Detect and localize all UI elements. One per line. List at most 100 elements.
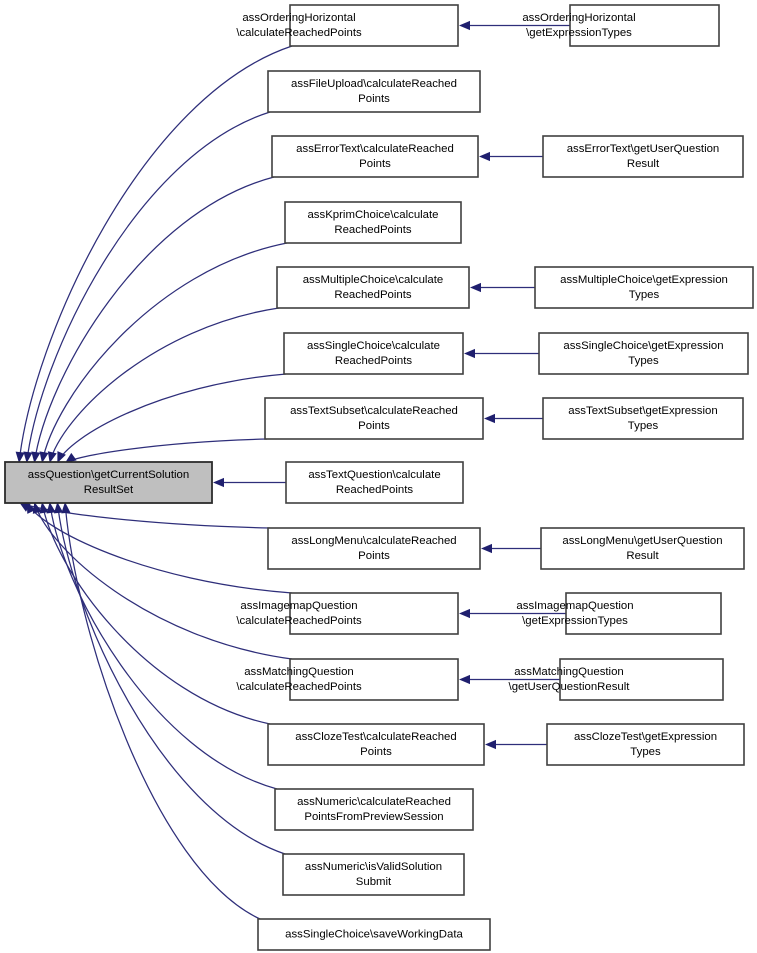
node-caller-outer-6[interactable]: assLongMenu\getUserQuestionResult <box>540 527 745 570</box>
node-caller-4[interactable]: assKprimChoice\calculateReachedPoints <box>284 201 462 244</box>
node-caller-6[interactable]: assSingleChoice\calculateReachedPoints <box>283 332 464 375</box>
node-caller-7[interactable]: assTextSubset\calculateReachedPoints <box>264 397 484 440</box>
node-label-line: ReachedPoints <box>334 224 412 236</box>
node-caller-outer-3[interactable]: assMultipleChoice\getExpressionTypes <box>534 266 754 309</box>
arrowhead <box>459 608 470 619</box>
edge-curve <box>41 501 271 725</box>
edge-curve <box>41 242 288 464</box>
node-label-line: Types <box>629 289 660 301</box>
node-rect <box>569 4 720 47</box>
edge-curve <box>33 176 275 464</box>
node-label-line: Types <box>628 355 659 367</box>
node-label-line: ReachedPoints <box>334 289 412 301</box>
node-label-line: assOrderingHorizontal <box>242 12 355 24</box>
node-label-line: assImagemapQuestion <box>240 600 357 612</box>
node-label-line: assImagemapQuestion <box>516 600 633 612</box>
node-rect <box>542 135 744 178</box>
node-rect <box>283 332 464 375</box>
node-rect <box>4 461 213 504</box>
node-caller-outer-1[interactable]: assOrderingHorizontal\getExpressionTypes <box>522 4 720 47</box>
node-caller-11[interactable]: assMatchingQuestion \calculateReachedPoin… <box>236 658 459 701</box>
node-caller-outer-4[interactable]: assSingleChoice\getExpressionTypes <box>538 332 749 375</box>
node-caller-15[interactable]: assSingleChoice\saveWorkingData <box>257 918 491 951</box>
node-label-line: assMatchingQuestion <box>514 666 624 678</box>
node-label-line: assQuestion\getCurrentSolution <box>28 469 189 481</box>
node-rect <box>546 723 745 766</box>
node-label-line: assMultipleChoice\getExpression <box>560 274 728 286</box>
node-label-line: assNumeric\isValidSolution <box>305 861 442 873</box>
node-label-line: \getExpressionTypes <box>522 615 628 627</box>
node-label-line: \calculateReachedPoints <box>236 27 362 39</box>
node-rect <box>538 332 749 375</box>
arrowhead <box>485 739 496 750</box>
node-label-line: \getUserQuestionResult <box>509 681 631 693</box>
arrowhead <box>484 413 495 424</box>
node-label-line: assSingleChoice\saveWorkingData <box>285 929 463 941</box>
node-caller-10[interactable]: assImagemapQuestion \calculateReachedPoin… <box>236 592 459 635</box>
node-rect <box>267 527 481 570</box>
node-rect <box>284 201 462 244</box>
node-caller-outer-8[interactable]: assMatchingQuestion \getUserQuestionResul… <box>509 658 724 701</box>
node-label-line: Points <box>360 746 392 758</box>
node-caller-3[interactable]: assErrorText\calculateReachedPoints <box>271 135 479 178</box>
arrowhead <box>470 282 481 293</box>
node-rect <box>257 918 491 951</box>
node-caller-13[interactable]: assNumeric\calculateReachedPointsFromPre… <box>274 788 474 831</box>
edge-curve <box>64 438 268 464</box>
node-label-line: ReachedPoints <box>336 484 414 496</box>
arrowhead <box>479 151 490 162</box>
arrowhead <box>23 451 33 463</box>
node-label-line: \calculateReachedPoints <box>236 681 362 693</box>
arrowhead <box>459 674 470 685</box>
edge-curve <box>64 501 261 920</box>
arrowhead <box>53 502 64 514</box>
node-caller-outer-9[interactable]: assClozeTest\getExpressionTypes <box>546 723 745 766</box>
arrowhead <box>213 477 224 488</box>
arrowhead <box>481 543 492 554</box>
arrowhead <box>39 502 49 514</box>
node-label-line: assMultipleChoice\calculate <box>303 274 444 286</box>
node-label-line: assErrorText\getUserQuestion <box>567 143 720 155</box>
node-caller-12[interactable]: assClozeTest\calculateReachedPoints <box>267 723 485 766</box>
node-rect <box>534 266 754 309</box>
node-layer: assQuestion\getCurrentSolutionResultSeta… <box>4 4 754 951</box>
node-label-line: assSingleChoice\calculate <box>307 340 440 352</box>
node-caller-1[interactable]: assOrderingHorizontal \calculateReachedPo… <box>236 4 459 47</box>
edge-curve <box>26 501 293 594</box>
node-rect <box>267 70 481 113</box>
node-label-line: Types <box>630 746 661 758</box>
node-label-line: Result <box>626 550 659 562</box>
node-label-line: assTextSubset\getExpression <box>568 405 717 417</box>
node-caller-outer-2[interactable]: assErrorText\getUserQuestionResult <box>542 135 744 178</box>
node-rect <box>289 4 459 47</box>
node-rect <box>274 788 474 831</box>
node-label-line: PointsFromPreviewSession <box>304 811 443 823</box>
node-caller-5[interactable]: assMultipleChoice\calculateReachedPoints <box>276 266 470 309</box>
node-rect <box>289 658 459 701</box>
node-caller-9[interactable]: assLongMenu\calculateReachedPoints <box>267 527 481 570</box>
node-label-line: assLongMenu\getUserQuestion <box>562 535 722 547</box>
node-label-line: assMatchingQuestion <box>244 666 354 678</box>
arrowhead <box>31 451 41 463</box>
arrowhead <box>459 20 470 31</box>
node-label-line: assErrorText\calculateReached <box>296 143 454 155</box>
node-caller-outer-5[interactable]: assTextSubset\getExpressionTypes <box>542 397 744 440</box>
node-rect <box>559 658 724 701</box>
edge-curve <box>56 373 287 464</box>
arrowhead <box>46 502 56 514</box>
node-label-line: Result <box>627 158 660 170</box>
node-label-line: \getExpressionTypes <box>526 27 632 39</box>
edge-curve <box>49 307 280 464</box>
node-label-line: assClozeTest\calculateReached <box>295 731 456 743</box>
node-label-line: ReachedPoints <box>335 355 413 367</box>
arrowhead <box>464 348 475 359</box>
node-caller-2[interactable]: assFileUpload\calculateReachedPoints <box>267 70 481 113</box>
node-label-line: \calculateReachedPoints <box>236 615 362 627</box>
node-label-line: ResultSet <box>84 484 134 496</box>
node-caller-outer-7[interactable]: assImagemapQuestion \getExpressionTypes <box>516 592 722 635</box>
node-label-line: assTextQuestion\calculate <box>308 469 440 481</box>
node-caller-8[interactable]: assTextQuestion\calculateReachedPoints <box>285 461 464 504</box>
